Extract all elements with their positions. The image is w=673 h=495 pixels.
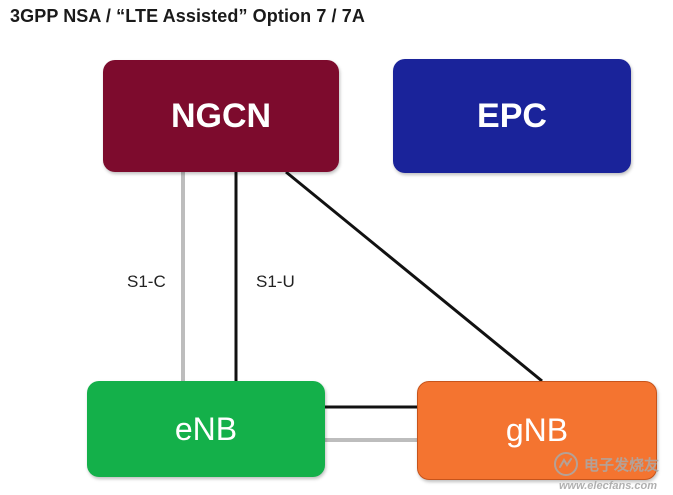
gnb-label: gNB (505, 412, 569, 448)
watermark-url: www.elecfans.com (558, 480, 657, 492)
gnb-node: gNB (417, 381, 657, 480)
elecfans-logo-icon (553, 452, 578, 476)
enb-node: eNB (87, 381, 325, 477)
ngcn-label: NGCN (170, 96, 272, 135)
epc-label: EPC (477, 96, 547, 135)
watermark: 电子发烧友 (553, 451, 659, 477)
s1-c-label: S1-C (127, 272, 166, 291)
ngcn-gnb-link (285, 170, 543, 383)
watermark-text: 电子发烧友 (583, 456, 659, 474)
epc-node: EPC (393, 59, 631, 173)
diagram-title: 3GPP NSA / “LTE Assisted” Option 7 / 7A (10, 6, 365, 26)
ngcn-node: NGCN (103, 60, 339, 172)
enb-label: eNB (174, 410, 238, 447)
s1-u-label: S1-U (256, 272, 295, 291)
